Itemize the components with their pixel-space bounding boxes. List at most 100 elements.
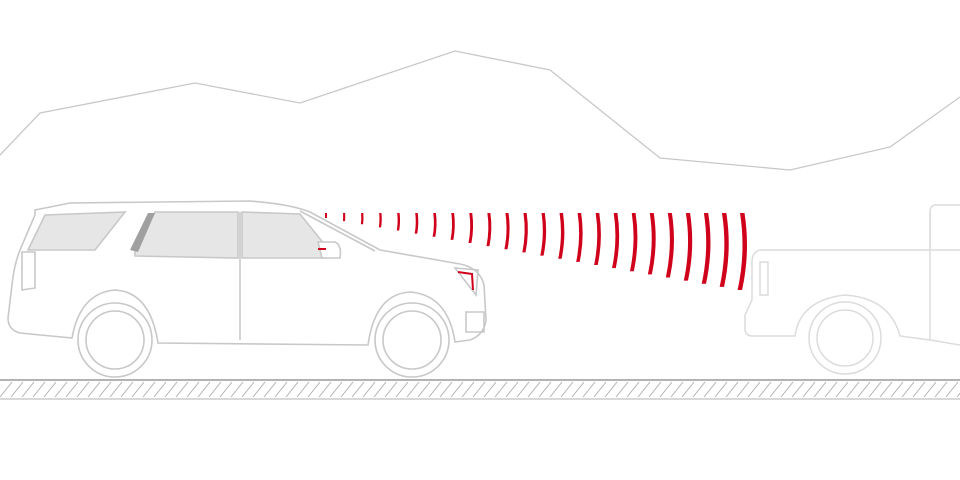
ground-hatch-line (923, 381, 937, 398)
ground-hatch-line (285, 381, 299, 398)
ground-hatch-line (824, 381, 838, 398)
ground-hatch-line (87, 381, 101, 398)
ground-hatch-line (241, 381, 255, 398)
ground-hatch-line (560, 381, 574, 398)
radar-stripe (594, 213, 601, 265)
ground-hatch-line (912, 381, 926, 398)
radar-stripe (612, 213, 620, 269)
ground-hatch-line (439, 381, 453, 398)
radar-stripe (378, 213, 382, 228)
ground-hatch-line (318, 381, 332, 398)
ground-hatch-line (32, 381, 46, 398)
radar-stripe (414, 213, 419, 234)
ground-hatch-line (208, 381, 222, 398)
ground-hatch-line (593, 381, 607, 398)
ground-hatch-line (769, 381, 783, 398)
ground-hatch-line (406, 381, 420, 398)
radar-stripe (504, 213, 510, 250)
ground-hatch-line (582, 381, 596, 398)
radar-beam (325, 213, 747, 290)
ground-hatch-line (615, 381, 629, 398)
ground-hatch-line (505, 381, 519, 398)
radar-stripe (647, 213, 656, 275)
ground-hatch-line (747, 381, 761, 398)
ground-hatch-line (329, 381, 343, 398)
ground-hatch-line (868, 381, 882, 398)
ground-hatch-line (164, 381, 178, 398)
suv-vehicle (7, 200, 487, 378)
ground-hatch-line (219, 381, 233, 398)
ground-hatch-line (714, 381, 728, 398)
ground-hatch-line (362, 381, 376, 398)
radar-stripe (719, 213, 729, 287)
ground-hatch-line (549, 381, 563, 398)
ground-hatch-line (780, 381, 794, 398)
ground-hatch-line (890, 381, 904, 398)
ground-hatch-line (483, 381, 497, 398)
ground-hatch-line (384, 381, 398, 398)
ground-hatch-line (109, 381, 123, 398)
ground-hatch-line (98, 381, 112, 398)
ground-hatch-line (153, 381, 167, 398)
ground-hatch-line (604, 381, 618, 398)
radar-stripe (396, 213, 401, 231)
ground-hatch-line (450, 381, 464, 398)
ground-hatch-line (351, 381, 365, 398)
ground-hatch-line (340, 381, 354, 398)
ground-hatch-line (670, 381, 684, 398)
ground-hatch-line (648, 381, 662, 398)
ground-hatch-line (758, 381, 772, 398)
ground-hatch-line (659, 381, 673, 398)
ground-hatch-line (934, 381, 948, 398)
ground-hatch-line (736, 381, 750, 398)
ground-hatch-line (274, 381, 288, 398)
ground-hatch-line (857, 381, 871, 398)
ground-hatch-line (637, 381, 651, 398)
radar-stripe (522, 213, 528, 253)
ground-hatch-line (263, 381, 277, 398)
ground-hatch-line (296, 381, 310, 398)
ground-hatch-line (472, 381, 486, 398)
ground-hatch-line (54, 381, 68, 398)
ground-hatch-line (120, 381, 134, 398)
ground-hatch-line (692, 381, 706, 398)
ground-hatch-line (10, 381, 24, 398)
ground-hatch-line (428, 381, 442, 398)
ground-hatch-line (373, 381, 387, 398)
ground-hatch-line (0, 381, 13, 398)
ground-hatch-line (76, 381, 90, 398)
ground-hatch-line (142, 381, 156, 398)
ground-hatch-line (945, 381, 959, 398)
radar-stripe (629, 213, 638, 272)
radar-stripe (665, 213, 674, 278)
radar-stripe (360, 213, 364, 225)
ground-hatch-line (879, 381, 893, 398)
radar-stripe (737, 213, 747, 290)
ground-hatch-line (197, 381, 211, 398)
radar-stripe (540, 213, 547, 256)
radar-stripe (468, 213, 474, 244)
radar-stripe (432, 213, 437, 237)
ground-hatch-line (461, 381, 475, 398)
ground-hatch-line (538, 381, 552, 398)
ground-hatch-line (626, 381, 640, 398)
ground-hatch-line (571, 381, 585, 398)
ground-hatch-line (186, 381, 200, 398)
radar-stripe (450, 213, 455, 240)
radar-stripe (342, 213, 346, 222)
ground-hatch-line (494, 381, 508, 398)
ground-hatch-line (901, 381, 915, 398)
ground-hatch-line (846, 381, 860, 398)
road-ground (0, 379, 960, 400)
ground-hatch-line (835, 381, 849, 398)
ground-hatch-line (307, 381, 321, 398)
ground-hatch-line (230, 381, 244, 398)
ground-hatch-line (395, 381, 409, 398)
ground-hatch-line (175, 381, 189, 398)
radar-stripe (486, 213, 492, 247)
ground-hatch-line (516, 381, 530, 398)
pickup-truck-ahead (744, 204, 960, 375)
ground-hatch-line (703, 381, 717, 398)
ground-hatch-line (417, 381, 431, 398)
